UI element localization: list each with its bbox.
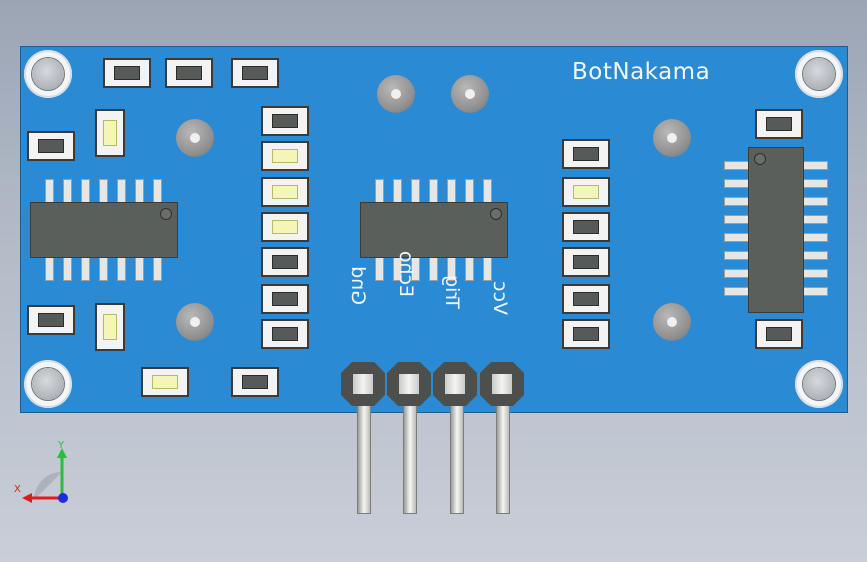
ic-pin — [802, 215, 828, 224]
ic-pin — [802, 287, 828, 296]
header-pin-trig[interactable] — [433, 362, 477, 406]
smd-capacitor — [562, 177, 610, 207]
via-left-bottom — [176, 303, 214, 341]
header-pin-leg-trig — [450, 400, 464, 514]
mounting-hole-bottom-left — [24, 360, 72, 408]
via-top-2 — [451, 75, 489, 113]
header-pin-gnd[interactable] — [341, 362, 385, 406]
pin-label-vcc: Vcc — [489, 281, 511, 315]
mounting-hole-top-left — [24, 50, 72, 98]
ic-pin — [724, 287, 750, 296]
smd-resistor — [231, 58, 279, 88]
ic-pin — [802, 251, 828, 260]
ic-pin — [483, 257, 492, 281]
ic-pin — [117, 257, 126, 281]
ic-pin — [429, 179, 438, 203]
axis-triad-icon — [22, 448, 68, 503]
smd-resistor — [165, 58, 213, 88]
axis-triad[interactable]: Y X — [14, 440, 74, 510]
smd-capacitor — [95, 109, 125, 157]
axis-y-label: Y — [58, 440, 65, 451]
header-pin-leg-echo — [403, 400, 417, 514]
header-pin-echo[interactable] — [387, 362, 431, 406]
ic-pin — [802, 269, 828, 278]
ic-pin — [45, 257, 54, 281]
axis-x-label: X — [14, 484, 21, 495]
ic-pin — [81, 257, 90, 281]
ic-pin — [724, 269, 750, 278]
ic-pin — [375, 257, 384, 281]
ic-pin — [393, 179, 402, 203]
ic-pin — [724, 197, 750, 206]
via-right-bottom — [653, 303, 691, 341]
smd-resistor — [562, 247, 610, 277]
smd-resistor — [261, 319, 309, 349]
smd-resistor — [261, 284, 309, 314]
brand-label: BotNakama — [572, 59, 711, 85]
smd-capacitor — [261, 141, 309, 171]
smd-resistor — [755, 319, 803, 349]
pin-label-gnd: Gnd — [347, 266, 369, 305]
smd-resistor — [261, 106, 309, 136]
ic-chip-left[interactable] — [30, 202, 178, 258]
ic-chip-center[interactable] — [360, 202, 508, 258]
smd-capacitor — [95, 303, 125, 351]
smd-resistor — [27, 305, 75, 335]
ic-pin — [802, 197, 828, 206]
ic-pin — [429, 257, 438, 281]
smd-resistor — [755, 109, 803, 139]
ic-pin — [802, 179, 828, 188]
ic-pin — [447, 179, 456, 203]
ic-pin — [724, 161, 750, 170]
ic-pin — [63, 257, 72, 281]
smd-capacitor — [261, 177, 309, 207]
ic-pin — [153, 179, 162, 203]
header-pin-leg-gnd — [357, 400, 371, 514]
ic-pin — [117, 179, 126, 203]
ic-pin — [724, 251, 750, 260]
ic-pin — [135, 257, 144, 281]
smd-resistor — [261, 247, 309, 277]
smd-resistor — [27, 131, 75, 161]
ic-pin — [375, 179, 384, 203]
ic-pin — [153, 257, 162, 281]
header-pin-vcc[interactable] — [480, 362, 524, 406]
smd-resistor — [231, 367, 279, 397]
via-left-top — [176, 119, 214, 157]
ic-pin — [724, 179, 750, 188]
smd-resistor — [562, 319, 610, 349]
ic-pin — [465, 179, 474, 203]
ic-pin — [802, 233, 828, 242]
ic-pin — [465, 257, 474, 281]
smd-resistor — [562, 139, 610, 169]
ic-pin — [802, 161, 828, 170]
ic-pin — [99, 257, 108, 281]
smd-capacitor — [261, 212, 309, 242]
ic-pin — [99, 179, 108, 203]
ic-pin — [63, 179, 72, 203]
smd-capacitor — [141, 367, 189, 397]
ic-pin — [81, 179, 90, 203]
mounting-hole-top-right — [795, 50, 843, 98]
header-pin-leg-vcc — [496, 400, 510, 514]
smd-resistor — [103, 58, 151, 88]
pin-label-trig: Trig — [441, 275, 463, 309]
ic-pin — [45, 179, 54, 203]
ic-pin — [411, 179, 420, 203]
ic-pin — [724, 233, 750, 242]
via-right-top — [653, 119, 691, 157]
pcb-board[interactable]: BotNakama — [20, 46, 848, 413]
ic-pin — [724, 215, 750, 224]
smd-resistor — [562, 212, 610, 242]
via-top-1 — [377, 75, 415, 113]
ic-pin — [483, 179, 492, 203]
ic-pin — [135, 179, 144, 203]
smd-resistor — [562, 284, 610, 314]
ic-chip-right[interactable] — [748, 147, 804, 313]
mounting-hole-bottom-right — [795, 360, 843, 408]
pin-label-echo: Echo — [395, 250, 417, 297]
